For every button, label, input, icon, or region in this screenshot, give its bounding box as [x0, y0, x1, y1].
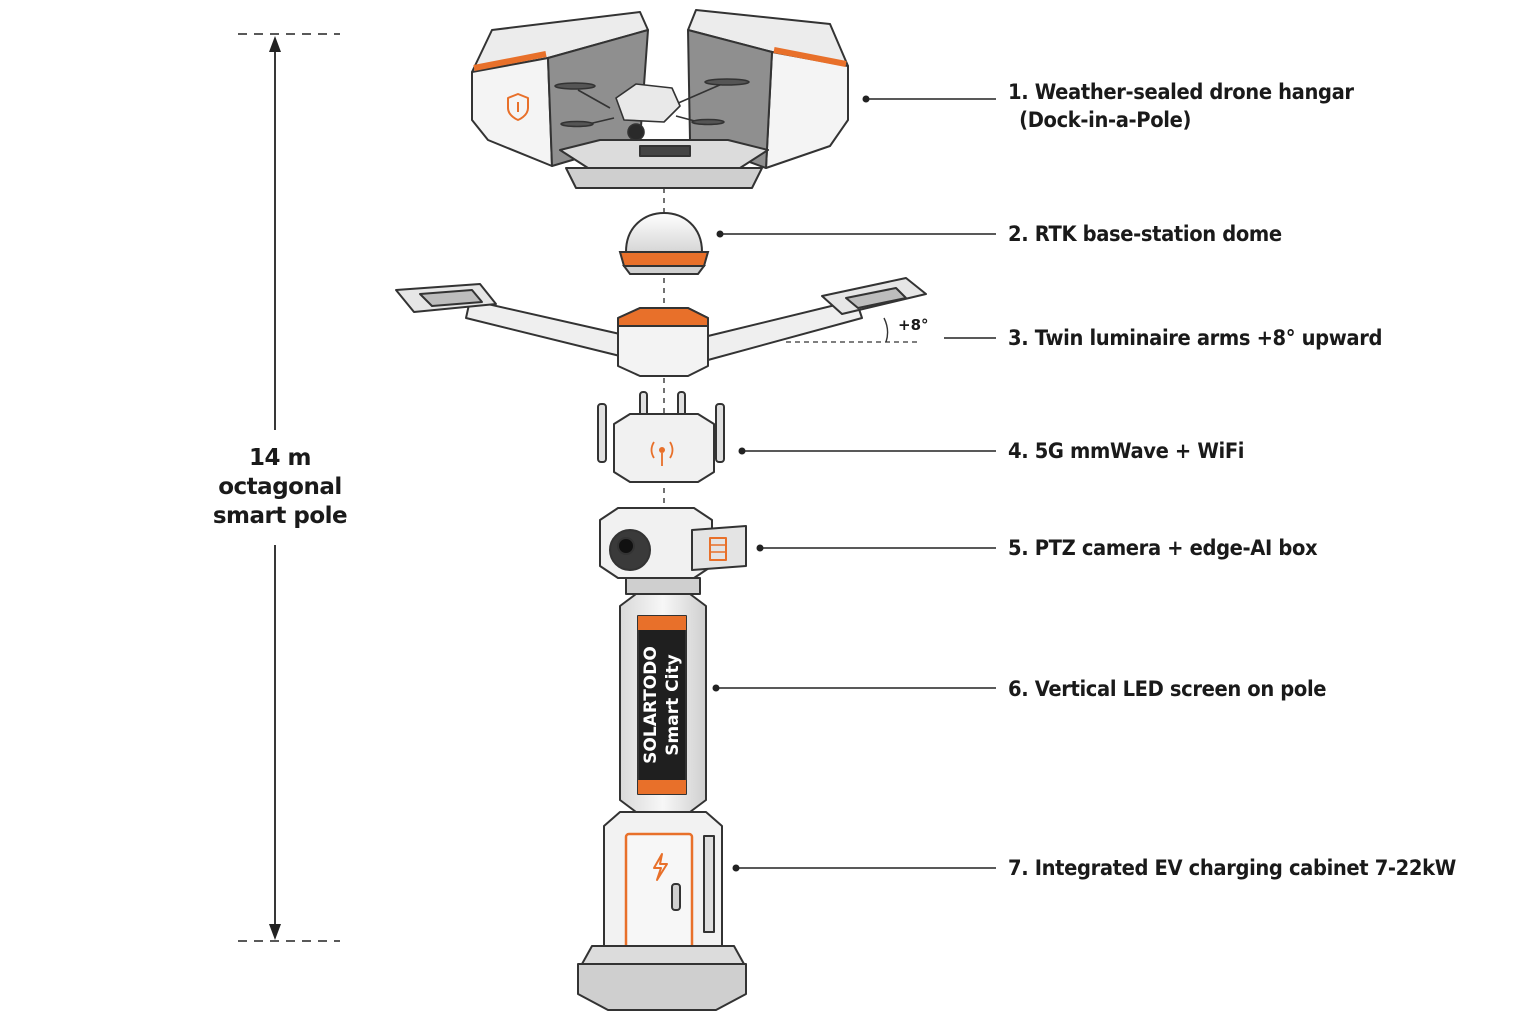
luminaire-lens-left — [419, 289, 483, 307]
led-screen-accent-top — [638, 616, 686, 630]
rtk-dome-base — [622, 265, 706, 275]
pole-foundation — [577, 963, 747, 1011]
led-screen-frame — [637, 615, 687, 795]
arrow-down-icon — [269, 924, 281, 940]
leader-dot-4 — [738, 447, 746, 455]
callout-number: 1. — [1008, 80, 1029, 104]
antenna-signal-icon — [659, 447, 665, 453]
callout-line: 1. Weather-sealed drone hangar — [1008, 78, 1354, 106]
drone-body — [615, 83, 681, 123]
arrow-up-icon — [269, 36, 281, 52]
height-label-line-3: smart pole — [212, 503, 348, 529]
drone-rotor — [560, 120, 594, 128]
hangar-left-accent-stripe — [473, 51, 547, 71]
hangar-right-accent-stripe — [773, 47, 847, 67]
hangar-pad-hatch — [639, 145, 691, 157]
callout-number: 5. — [1008, 536, 1029, 560]
callout-number: 6. — [1008, 677, 1029, 701]
callout-text: Integrated EV charging cabinet 7-22kW — [1034, 856, 1457, 880]
drone — [554, 78, 750, 141]
callout-led-screen: 6. Vertical LED screen on pole — [1008, 675, 1327, 703]
leader-dot-5 — [756, 544, 764, 552]
rtk-dome-cap — [624, 212, 704, 253]
hangar-right-shell — [765, 51, 849, 169]
leader-dot-1 — [862, 95, 870, 103]
callout-rtk-dome: 2. RTK base-station dome — [1008, 220, 1282, 248]
callout-line-secondary: (Dock-in-a-Pole) — [1019, 108, 1192, 132]
callout-number: 4. — [1008, 439, 1029, 463]
drone-camera — [627, 123, 645, 141]
ptz-camera-module — [599, 507, 747, 595]
drone-rotor — [691, 118, 725, 126]
cabinet-vent — [703, 835, 715, 933]
antenna — [715, 403, 725, 463]
cabinet-handle — [671, 883, 681, 911]
callout-ptz-camera: 5. PTZ camera + edge-AI box — [1008, 534, 1318, 562]
height-label-line-1: 14 m — [249, 445, 311, 471]
callout-text: 5G mmWave + WiFi — [1034, 439, 1245, 463]
ev-cabinet — [577, 811, 747, 1011]
camera-lens — [617, 537, 635, 555]
rtk-dome — [618, 212, 710, 275]
hangar-base — [565, 167, 763, 189]
drone-rotor — [704, 78, 750, 86]
drone-hangar — [471, 9, 849, 189]
height-dimension — [238, 33, 340, 942]
callout-5g-module: 4. 5G mmWave + WiFi — [1008, 437, 1244, 465]
luminaire-lens-right — [845, 287, 907, 309]
pole-shaft — [619, 593, 707, 813]
led-screen-line-2: Smart City — [663, 654, 683, 755]
callout-leaders — [712, 95, 996, 872]
callout-number: 2. — [1008, 222, 1029, 246]
antenna-signal-icon-waves — [650, 441, 674, 459]
callout-text: Twin luminaire arms +8° upward — [1034, 326, 1383, 350]
leader-dot-2 — [716, 230, 724, 238]
callout-drone-hangar: 1. Weather-sealed drone hangar (Dock-in-… — [1008, 78, 1354, 134]
circuit-chip-icon — [709, 537, 727, 561]
pole-plinth — [581, 945, 745, 965]
drone-rotor — [554, 82, 596, 90]
callout-ev-cabinet: 7. Integrated EV charging cabinet 7-22kW — [1008, 854, 1456, 882]
callout-text: Vertical LED screen on pole — [1034, 677, 1327, 701]
leader-dot-6 — [712, 684, 720, 692]
leader-dot-7 — [732, 864, 740, 872]
callout-number: 3. — [1008, 326, 1029, 350]
luminaire-hub-accent — [617, 307, 709, 327]
arm-angle-label: +8° — [898, 316, 929, 334]
callout-text: Weather-sealed drone hangar — [1034, 80, 1354, 104]
lightning-bolt-icon — [653, 853, 668, 881]
height-label-line-2: octagonal — [218, 474, 342, 500]
arm-angle-arc — [883, 317, 889, 343]
callout-text: RTK base-station dome — [1034, 222, 1282, 246]
pole-height-label: 14 m octagonal smart pole — [200, 444, 360, 531]
drone-arm-left — [577, 89, 611, 109]
luminaire-arm-left — [465, 299, 621, 357]
luminaire-assembly — [395, 277, 927, 377]
edge-ai-box — [691, 525, 747, 571]
callout-number: 7. — [1008, 856, 1029, 880]
led-screen-text: SOLARTODO Smart City — [641, 646, 683, 764]
callout-text: PTZ camera + edge-AI box — [1034, 536, 1318, 560]
5g-module — [597, 391, 725, 483]
antenna — [597, 403, 607, 463]
camera-collar — [625, 577, 701, 595]
shield-plug-icon — [507, 93, 529, 121]
rtk-dome-ring — [618, 251, 710, 267]
callout-luminaire-arms: 3. Twin luminaire arms +8° upward — [1008, 324, 1382, 352]
hangar-right-inner — [687, 29, 773, 169]
led-screen-line-1: SOLARTODO — [641, 646, 661, 764]
hangar-left-shell — [471, 57, 553, 167]
led-screen-accent-bottom — [638, 780, 686, 794]
drone-arm-right — [675, 83, 723, 105]
cabinet-door — [624, 832, 694, 950]
